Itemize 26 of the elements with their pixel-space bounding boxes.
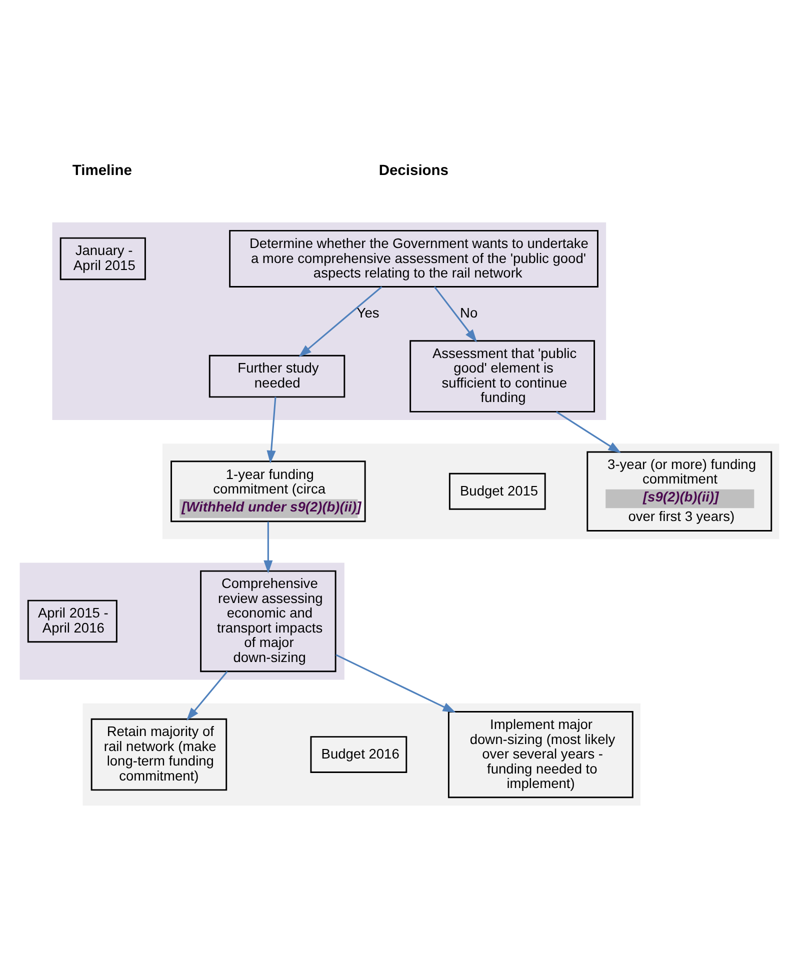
label: Timeline — [72, 163, 132, 180]
node-box: Comprehensive review assessing economic and transport impacts of major down-sizing — [200, 570, 336, 672]
node-box: Budget 2016 — [310, 736, 408, 773]
arrow — [264, 522, 273, 574]
node-box: Retain majority of rail network (make long-term funding commitment) — [90, 718, 228, 791]
node-box: April 2015 - April 2016 — [27, 600, 118, 643]
cluster — [52, 222, 606, 420]
arrow — [434, 286, 478, 342]
node-box: 1-year funding commitment (circa [Withheld under s9(2)(b)(ii)] — [170, 460, 366, 522]
node-box: January - April 2015 — [60, 237, 146, 280]
node-box: Implement major down-sizing (most likely over several years - funding needed to implement) — [448, 711, 634, 798]
node-box: Further study needed — [208, 354, 346, 398]
edge-label: Yes — [356, 305, 380, 320]
node-box: Budget 2015 — [448, 472, 546, 510]
cluster — [20, 562, 344, 680]
label: Decisions — [378, 163, 449, 180]
edge-label: No — [460, 305, 478, 320]
arrow — [556, 411, 622, 454]
arrow — [186, 671, 228, 721]
arrow — [298, 286, 382, 358]
node-box: 3-year (or more) funding commitment [s9(2)(b)(ii)] over first 3 years) — [586, 451, 772, 532]
arrow — [336, 654, 456, 713]
node-box: Assessment that 'public good' element is sufficient to continue funding — [410, 340, 596, 412]
node-box: Determine whether the Government wants to undertake a more comprehensive assessment of the 'public good' aspects relating to the rail network — [229, 230, 598, 288]
cluster — [162, 444, 780, 540]
arrow — [266, 396, 276, 464]
